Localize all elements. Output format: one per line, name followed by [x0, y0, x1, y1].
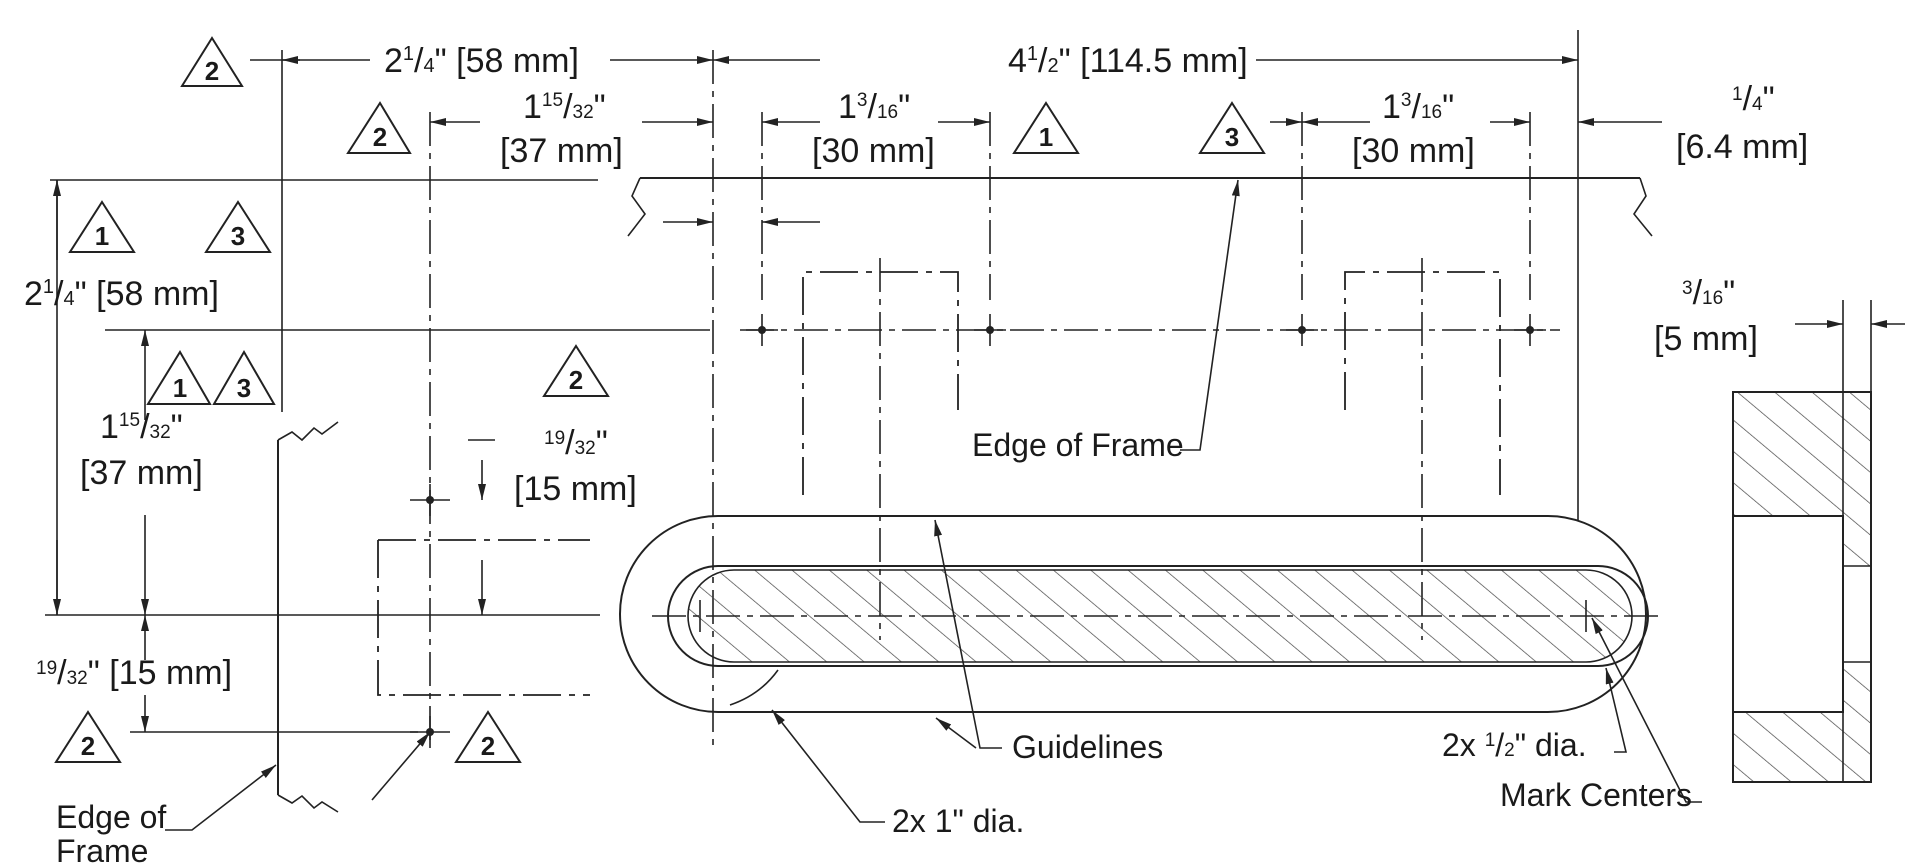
crosshair-mark — [1286, 314, 1318, 346]
svg-text:2: 2 — [81, 731, 95, 761]
crosshair-mark — [746, 314, 778, 346]
dim-top-left-width: 21/4" [58 mm] — [384, 42, 579, 80]
flag-triangle: 1 — [146, 350, 212, 405]
dim-left-lower: 115/32" — [100, 408, 183, 446]
flag-triangle: 1 — [68, 200, 136, 253]
dim-slot-span-right: 13/16" — [1382, 88, 1454, 126]
svg-text:1: 1 — [95, 221, 109, 251]
grab-bar — [619, 515, 1660, 713]
flag-triangle: 1 — [1012, 101, 1080, 154]
svg-text:1: 1 — [173, 373, 187, 403]
note-mark-centers: Mark Centers — [1500, 777, 1692, 813]
flag-triangle: 2 — [346, 101, 412, 154]
triangle-flags: 2 2 1 3 1 3 1 3 — [54, 36, 1266, 763]
hidden-outlines — [377, 258, 1501, 696]
svg-text:1: 1 — [1039, 122, 1053, 152]
note-edge-of-frame-left: Edge of — [56, 799, 166, 835]
note-guidelines: Guidelines — [1012, 729, 1163, 765]
flag-triangle: 3 — [1198, 101, 1266, 154]
dim-side-thickness-metric: [5 mm] — [1654, 320, 1758, 358]
dim-overall-width: 41/2" [114.5 mm] — [1008, 42, 1248, 80]
crosshair-mark — [410, 484, 450, 516]
svg-text:3: 3 — [231, 221, 245, 251]
notes: Edge of Frame Edge of Frame Guidelines 2… — [56, 427, 1692, 866]
dim-mid-small-metric: [15 mm] — [514, 470, 637, 508]
flag-triangle: 2 — [454, 710, 522, 763]
dim-slot-span-right-metric: [30 mm] — [1352, 132, 1475, 170]
svg-text:3: 3 — [1225, 122, 1239, 152]
note-big-dia: 2x 1" dia. — [892, 803, 1024, 839]
svg-text:2: 2 — [205, 56, 219, 86]
dim-edge-quarter-metric: [6.4 mm] — [1676, 128, 1808, 166]
dimension-arrows — [53, 56, 1905, 831]
note-edge-of-frame-left-2: Frame — [56, 833, 148, 866]
dim-left-height: 21/4" [58 mm] — [24, 275, 219, 313]
crosshair-mark — [1514, 314, 1546, 346]
dim-offset-left: 115/32" — [523, 88, 606, 126]
svg-text:2: 2 — [373, 122, 387, 152]
dim-left-small: 19/32" [15 mm] — [36, 654, 232, 692]
dimension-labels: 21/4" [58 mm] 41/2" [114.5 mm] 115/32" [… — [24, 42, 1808, 692]
svg-text:2: 2 — [481, 731, 495, 761]
flag-triangle: 2 — [542, 344, 610, 397]
extension-lines — [281, 30, 1579, 750]
dim-offset-left-metric: [37 mm] — [500, 132, 623, 170]
dim-mid-small: 19/32" — [544, 424, 608, 462]
flag-triangle: 3 — [204, 200, 272, 253]
note-edge-of-frame-top: Edge of Frame — [972, 427, 1184, 463]
frame-lines — [45, 177, 1653, 813]
flag-triangle: 2 — [54, 710, 122, 763]
dim-edge-quarter: 1/4" — [1732, 80, 1775, 118]
flag-triangle: 3 — [212, 349, 276, 405]
dim-left-lower-metric: [37 mm] — [80, 454, 203, 492]
crosshair-mark — [974, 314, 1006, 346]
flag-triangle: 2 — [180, 36, 244, 87]
dim-slot-span-left-metric: [30 mm] — [812, 132, 935, 170]
dim-slot-span-left: 13/16" — [838, 88, 910, 126]
note-small-dia: 2x 1/2" dia. — [1442, 727, 1587, 763]
side-view — [1732, 300, 1872, 783]
svg-text:2: 2 — [569, 365, 583, 395]
svg-text:3: 3 — [237, 373, 251, 403]
dim-side-thickness: 3/16" — [1682, 274, 1735, 312]
